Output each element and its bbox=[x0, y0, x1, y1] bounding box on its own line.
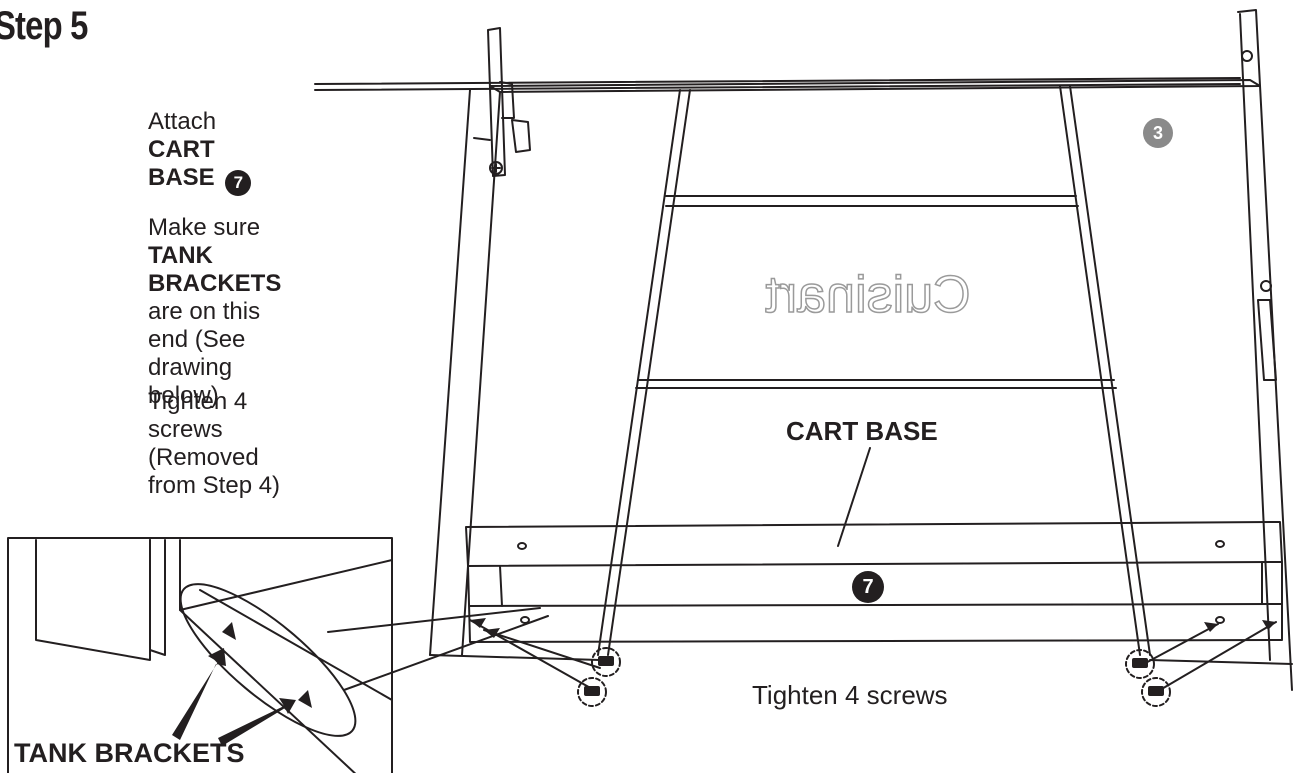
right-diagonal-leg bbox=[1059, 85, 1141, 656]
right-post-inner bbox=[1239, 13, 1271, 661]
step-title: Step 5 bbox=[0, 4, 88, 48]
screw-arrow-left-a bbox=[483, 629, 601, 669]
left-diagonal-leg-inner bbox=[607, 89, 691, 656]
screw-circle-right-top bbox=[1125, 649, 1155, 679]
screw-right-bottom bbox=[1148, 686, 1164, 696]
inset-connector-b bbox=[343, 615, 549, 691]
cart-base-leader bbox=[837, 447, 871, 547]
inset-bracket-tab-2 bbox=[298, 690, 312, 708]
tank-brackets-label: TANK BRACKETS bbox=[14, 738, 245, 768]
screw-circle-left-top bbox=[591, 647, 621, 677]
left-frame-outer bbox=[429, 89, 471, 656]
cart-base-front-top bbox=[465, 521, 1283, 567]
arrow-head-left-b bbox=[470, 618, 486, 628]
post-bracket bbox=[1257, 299, 1277, 381]
cart-base-hole-left bbox=[517, 542, 527, 550]
screw-left-bottom bbox=[584, 686, 600, 696]
brand-logo-mirrored: Cuisinart bbox=[765, 266, 971, 324]
screw-arrow-right-b bbox=[1159, 621, 1277, 691]
inset-arrow-a bbox=[172, 648, 226, 740]
post-keyhole-mid bbox=[1260, 280, 1272, 292]
cart-base-number-badge: 7 bbox=[852, 571, 884, 603]
inset-arrow-b bbox=[218, 698, 296, 746]
arrow-head-right-a bbox=[1204, 622, 1218, 632]
cart-base-hole-right bbox=[1215, 540, 1225, 548]
screw-circle-left-bottom bbox=[577, 677, 607, 707]
instruction-tighten: Tighten 4 screws (Removed from Step 4) bbox=[148, 388, 281, 499]
screw-left-top bbox=[598, 656, 614, 666]
instruction-attach: Attach CART BASE 7 bbox=[148, 108, 278, 196]
left-bracket bbox=[487, 27, 506, 177]
arrow-head-left-a bbox=[484, 628, 500, 638]
inset-zoom-ellipse bbox=[179, 583, 357, 737]
inset-panel-edge bbox=[149, 539, 166, 656]
attach-part-name: CART BASE bbox=[148, 136, 215, 191]
cart-base-screw-hole-right bbox=[1215, 616, 1225, 624]
cart-base-inner-line bbox=[469, 603, 1283, 607]
part-number-badge: 7 bbox=[225, 170, 252, 196]
screw-right-top bbox=[1132, 658, 1148, 668]
left-bracket-clip bbox=[511, 119, 531, 153]
cart-base-inner-left bbox=[499, 565, 503, 607]
inset-shelf-b bbox=[199, 589, 393, 701]
arrow-head-right-b bbox=[1262, 620, 1276, 630]
post-keyhole-top bbox=[1241, 50, 1253, 62]
right-diagonal-leg-inner bbox=[1069, 85, 1151, 656]
inset-connector bbox=[327, 607, 541, 633]
right-post-outer bbox=[1237, 9, 1293, 691]
tighten-screws-label: Tighten 4 screws bbox=[752, 680, 948, 710]
inset-panel-left bbox=[35, 539, 151, 661]
cart-base-label: CART BASE bbox=[786, 416, 938, 446]
inset-panel-right bbox=[179, 539, 393, 611]
inset-shelf bbox=[179, 609, 357, 773]
inset-bracket-tab-1 bbox=[222, 622, 236, 640]
screw-circle-right-bottom bbox=[1141, 677, 1171, 707]
bracket-pin bbox=[473, 137, 491, 141]
detail-inset-frame bbox=[7, 537, 393, 773]
cart-base-screw-hole-left bbox=[520, 616, 530, 624]
side-panel-number-badge: 3 bbox=[1143, 118, 1173, 148]
tank-brackets-name: TANK BRACKETS bbox=[148, 242, 282, 297]
top-rail-line-lower bbox=[314, 83, 1241, 91]
screw-arrow-right-a bbox=[1139, 623, 1219, 667]
top-rail-line bbox=[314, 77, 1241, 85]
cart-base-front-bottom bbox=[467, 561, 1283, 643]
floor-line-right bbox=[1149, 659, 1293, 665]
left-bracket-arm bbox=[499, 81, 515, 119]
left-diagonal-leg bbox=[597, 89, 681, 656]
instruction-tank-brackets: Make sure TANK BRACKETS are on this end … bbox=[148, 214, 282, 409]
